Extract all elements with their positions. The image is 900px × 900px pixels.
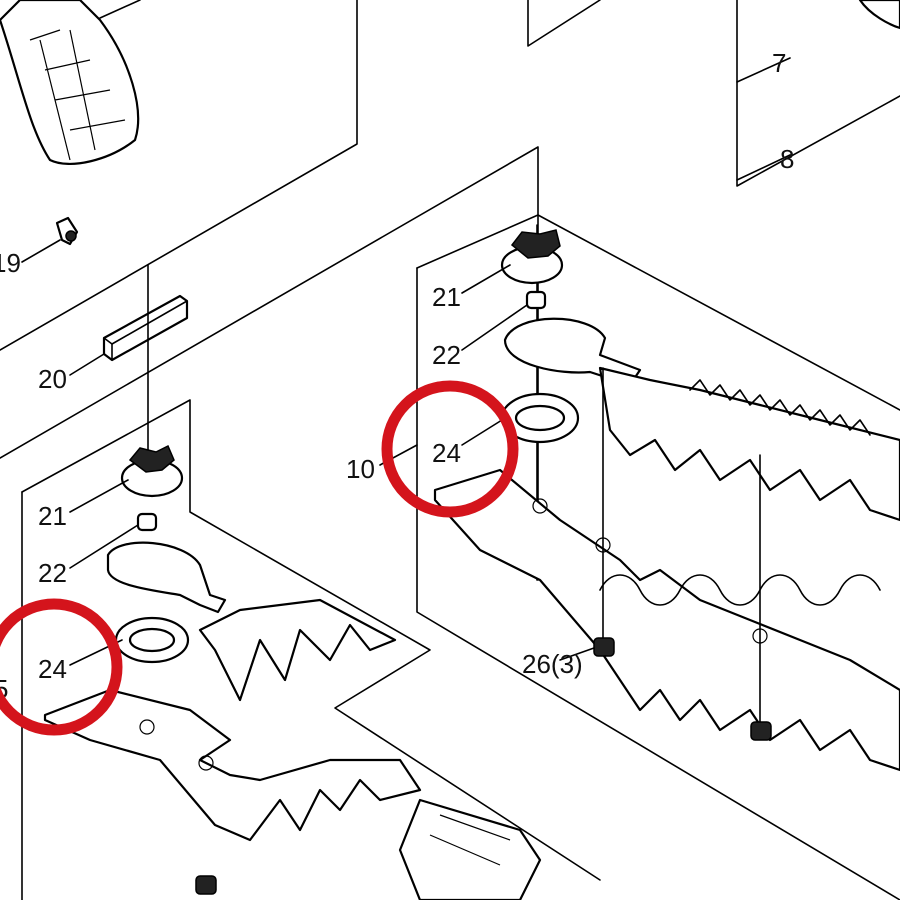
highlight-circles xyxy=(0,380,519,736)
highlight-circle-right xyxy=(381,380,519,518)
callout-24-right: 24 xyxy=(432,438,461,468)
right-blade-assembly xyxy=(433,317,900,772)
callout-20: 20 xyxy=(38,364,67,394)
left-blade-assembly xyxy=(43,541,542,900)
callout-22-left: 22 xyxy=(38,558,67,588)
part-19-nut xyxy=(55,216,79,246)
right-knob-21 xyxy=(500,229,564,285)
highlight-circle-left xyxy=(0,598,123,736)
callout-19: 19 xyxy=(0,248,21,278)
callout-24-left: 24 xyxy=(38,654,67,684)
left-nut-22 xyxy=(136,512,158,532)
part-20-block xyxy=(102,294,189,362)
callout-22-right: 22 xyxy=(432,340,461,370)
right-nut-22 xyxy=(525,290,547,310)
left-knob-21 xyxy=(120,444,184,498)
callout-5: 5 xyxy=(0,674,8,704)
handle-part xyxy=(0,0,140,165)
callout-labels: 7 8 19 20 21 22 24 5 21 22 24 10 26(3) xyxy=(0,48,794,704)
callout-10: 10 xyxy=(346,454,375,484)
callout-7: 7 xyxy=(772,48,786,78)
callout-21-right: 21 xyxy=(432,282,461,312)
callout-21-left: 21 xyxy=(38,501,67,531)
callout-8: 8 xyxy=(780,144,794,174)
top-right-part xyxy=(858,0,900,30)
callout-26: 26(3) xyxy=(522,649,583,679)
leader-lines xyxy=(21,0,791,666)
